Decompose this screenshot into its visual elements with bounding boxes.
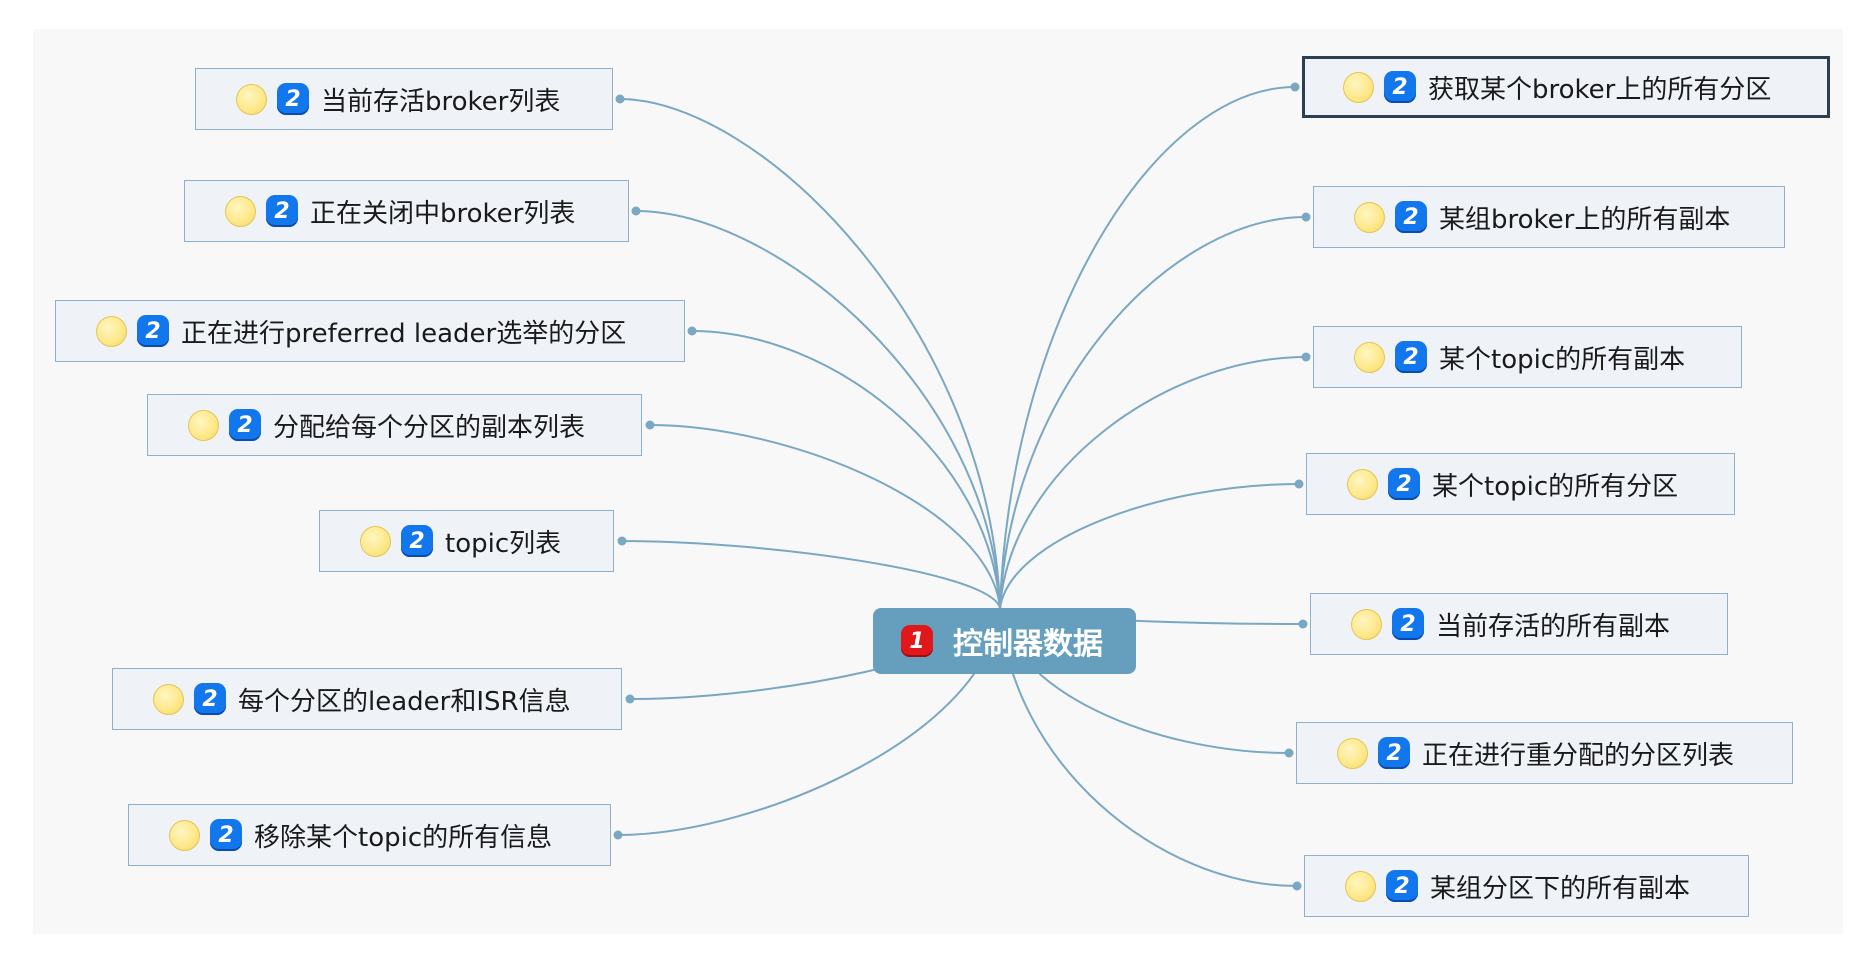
connector-dot-left-5 (617, 536, 627, 546)
connector-dot-right-4 (1294, 479, 1304, 489)
subtopic-left-5[interactable]: 2 topic列表 (319, 510, 614, 572)
connector-left-1 (619, 98, 1001, 609)
connector-left-4 (649, 424, 1001, 609)
lightbulb-icon (1345, 870, 1376, 902)
connector-right-4 (999, 483, 1300, 609)
connector-dot-right-2 (1301, 212, 1311, 222)
connector-dot-right-7 (1292, 881, 1302, 891)
priority-2-icon: 2 (210, 819, 242, 851)
priority-2-icon: 2 (401, 525, 433, 557)
priority-2-icon: 2 (229, 409, 261, 441)
subtopic-label: 当前存活broker列表 (321, 86, 561, 117)
subtopic-label: 当前存活的所有副本 (1436, 611, 1671, 642)
subtopic-label: 正在进行重分配的分区列表 (1422, 740, 1735, 771)
connector-dot-right-6 (1284, 748, 1294, 758)
lightbulb-icon (360, 525, 391, 557)
connector-dot-left-1 (615, 94, 625, 104)
subtopic-label: 分配给每个分区的副本列表 (273, 412, 586, 443)
connector-right-1 (999, 86, 1296, 609)
connector-right-2 (999, 216, 1307, 609)
subtopic-label: 某个topic的所有副本 (1439, 344, 1686, 375)
priority-2-icon: 2 (1388, 468, 1420, 500)
subtopic-label: 获取某个broker上的所有分区 (1428, 74, 1772, 105)
subtopic-label: 某组分区下的所有副本 (1430, 873, 1691, 904)
subtopic-right-2[interactable]: 2 某组broker上的所有副本 (1313, 186, 1785, 248)
connector-left-5 (621, 540, 1001, 609)
subtopic-right-7[interactable]: 2 某组分区下的所有副本 (1304, 855, 1749, 917)
connector-right-3 (999, 356, 1307, 609)
subtopic-label: 某个topic的所有分区 (1432, 471, 1679, 502)
subtopic-right-5[interactable]: 2 当前存活的所有副本 (1310, 593, 1728, 655)
subtopic-label: 某组broker上的所有副本 (1439, 204, 1731, 235)
lightbulb-icon (225, 195, 256, 227)
lightbulb-icon (1354, 341, 1385, 373)
subtopic-label: 移除某个topic的所有信息 (254, 822, 553, 853)
lightbulb-icon (1354, 201, 1385, 233)
connector-dot-left-6 (625, 694, 635, 704)
lightbulb-icon (188, 409, 219, 441)
priority-2-icon: 2 (277, 83, 309, 115)
subtopic-right-3[interactable]: 2 某个topic的所有副本 (1313, 326, 1742, 388)
connector-dot-left-4 (645, 420, 655, 430)
connector-dot-right-1 (1290, 82, 1300, 92)
subtopic-left-4[interactable]: 2 分配给每个分区的副本列表 (147, 394, 642, 456)
central-topic-label: 控制器数据 (953, 627, 1103, 662)
connector-dot-left-7 (613, 830, 623, 840)
priority-2-icon: 2 (194, 683, 226, 715)
priority-2-icon: 2 (1395, 341, 1427, 373)
subtopic-left-1[interactable]: 2 当前存活broker列表 (195, 68, 613, 130)
subtopic-left-3[interactable]: 2 正在进行preferred leader选举的分区 (55, 300, 685, 362)
lightbulb-icon (96, 315, 127, 347)
connector-left-2 (635, 210, 1001, 609)
subtopic-right-6[interactable]: 2 正在进行重分配的分区列表 (1296, 722, 1793, 784)
lightbulb-icon (1351, 608, 1382, 640)
priority-2-icon: 2 (1384, 71, 1416, 103)
connector-dot-right-5 (1298, 619, 1308, 629)
subtopic-label: 正在进行preferred leader选举的分区 (181, 318, 627, 349)
subtopic-label: topic列表 (445, 528, 562, 559)
priority-2-icon: 2 (137, 315, 169, 347)
priority-2-icon: 2 (1395, 201, 1427, 233)
subtopic-left-7[interactable]: 2 移除某个topic的所有信息 (128, 804, 611, 866)
connector-dot-left-2 (631, 206, 641, 216)
lightbulb-icon (153, 683, 184, 715)
lightbulb-icon (1337, 737, 1368, 769)
lightbulb-icon (1343, 71, 1374, 103)
lightbulb-icon (236, 83, 267, 115)
connector-left-3 (691, 330, 1001, 609)
connector-dot-left-3 (687, 326, 697, 336)
lightbulb-icon (169, 819, 200, 851)
subtopic-label: 每个分区的leader和ISR信息 (238, 686, 571, 717)
subtopic-label: 正在关闭中broker列表 (310, 198, 576, 229)
priority-2-icon: 2 (1386, 870, 1418, 902)
subtopic-left-6[interactable]: 2 每个分区的leader和ISR信息 (112, 668, 622, 730)
priority-1-icon: 1 (901, 625, 933, 657)
priority-2-icon: 2 (1392, 608, 1424, 640)
subtopic-right-4[interactable]: 2 某个topic的所有分区 (1306, 453, 1735, 515)
central-topic[interactable]: 1 控制器数据 (873, 608, 1136, 674)
priority-2-icon: 2 (1378, 737, 1410, 769)
subtopic-right-1[interactable]: 2 获取某个broker上的所有分区 (1302, 56, 1830, 118)
lightbulb-icon (1347, 468, 1378, 500)
connector-dot-right-3 (1301, 352, 1311, 362)
subtopic-left-2[interactable]: 2 正在关闭中broker列表 (184, 180, 629, 242)
priority-2-icon: 2 (266, 195, 298, 227)
